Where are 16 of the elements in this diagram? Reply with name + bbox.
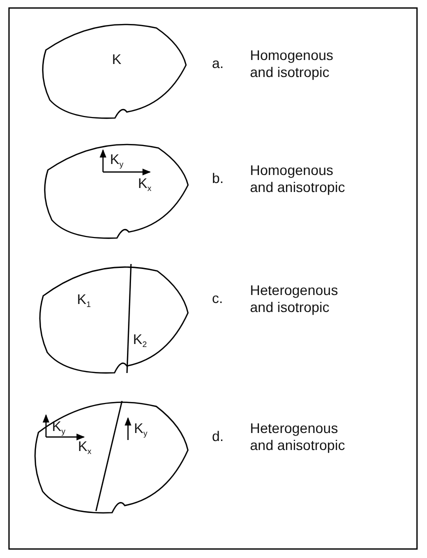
panel-letter: c. xyxy=(212,290,224,307)
panel-description: Homogenous and anisotropic xyxy=(250,162,346,196)
permeability-label: K$_{y}$ xyxy=(52,419,66,436)
panel-letter: d. xyxy=(212,428,225,445)
permeability-label: K$_{x}$ xyxy=(78,439,92,456)
permeability-label: K$_{1}$ xyxy=(77,292,91,309)
permeability-label: K$_{y}$ xyxy=(110,152,124,169)
panel-description: Heterogenous and anisotropic xyxy=(250,420,346,454)
permeability-label: K$_{y}$ xyxy=(134,421,148,438)
permeability-label: K xyxy=(112,52,122,66)
panel-letter: a. xyxy=(212,55,225,72)
permeability-label: K$_{x}$ xyxy=(138,176,152,193)
panel-description: Homogenous and isotropic xyxy=(250,47,334,81)
panel-letter: b. xyxy=(212,170,225,187)
permeability-label: K$_{2}$ xyxy=(133,332,147,349)
panel-description: Heterogenous and isotropic xyxy=(250,282,339,316)
